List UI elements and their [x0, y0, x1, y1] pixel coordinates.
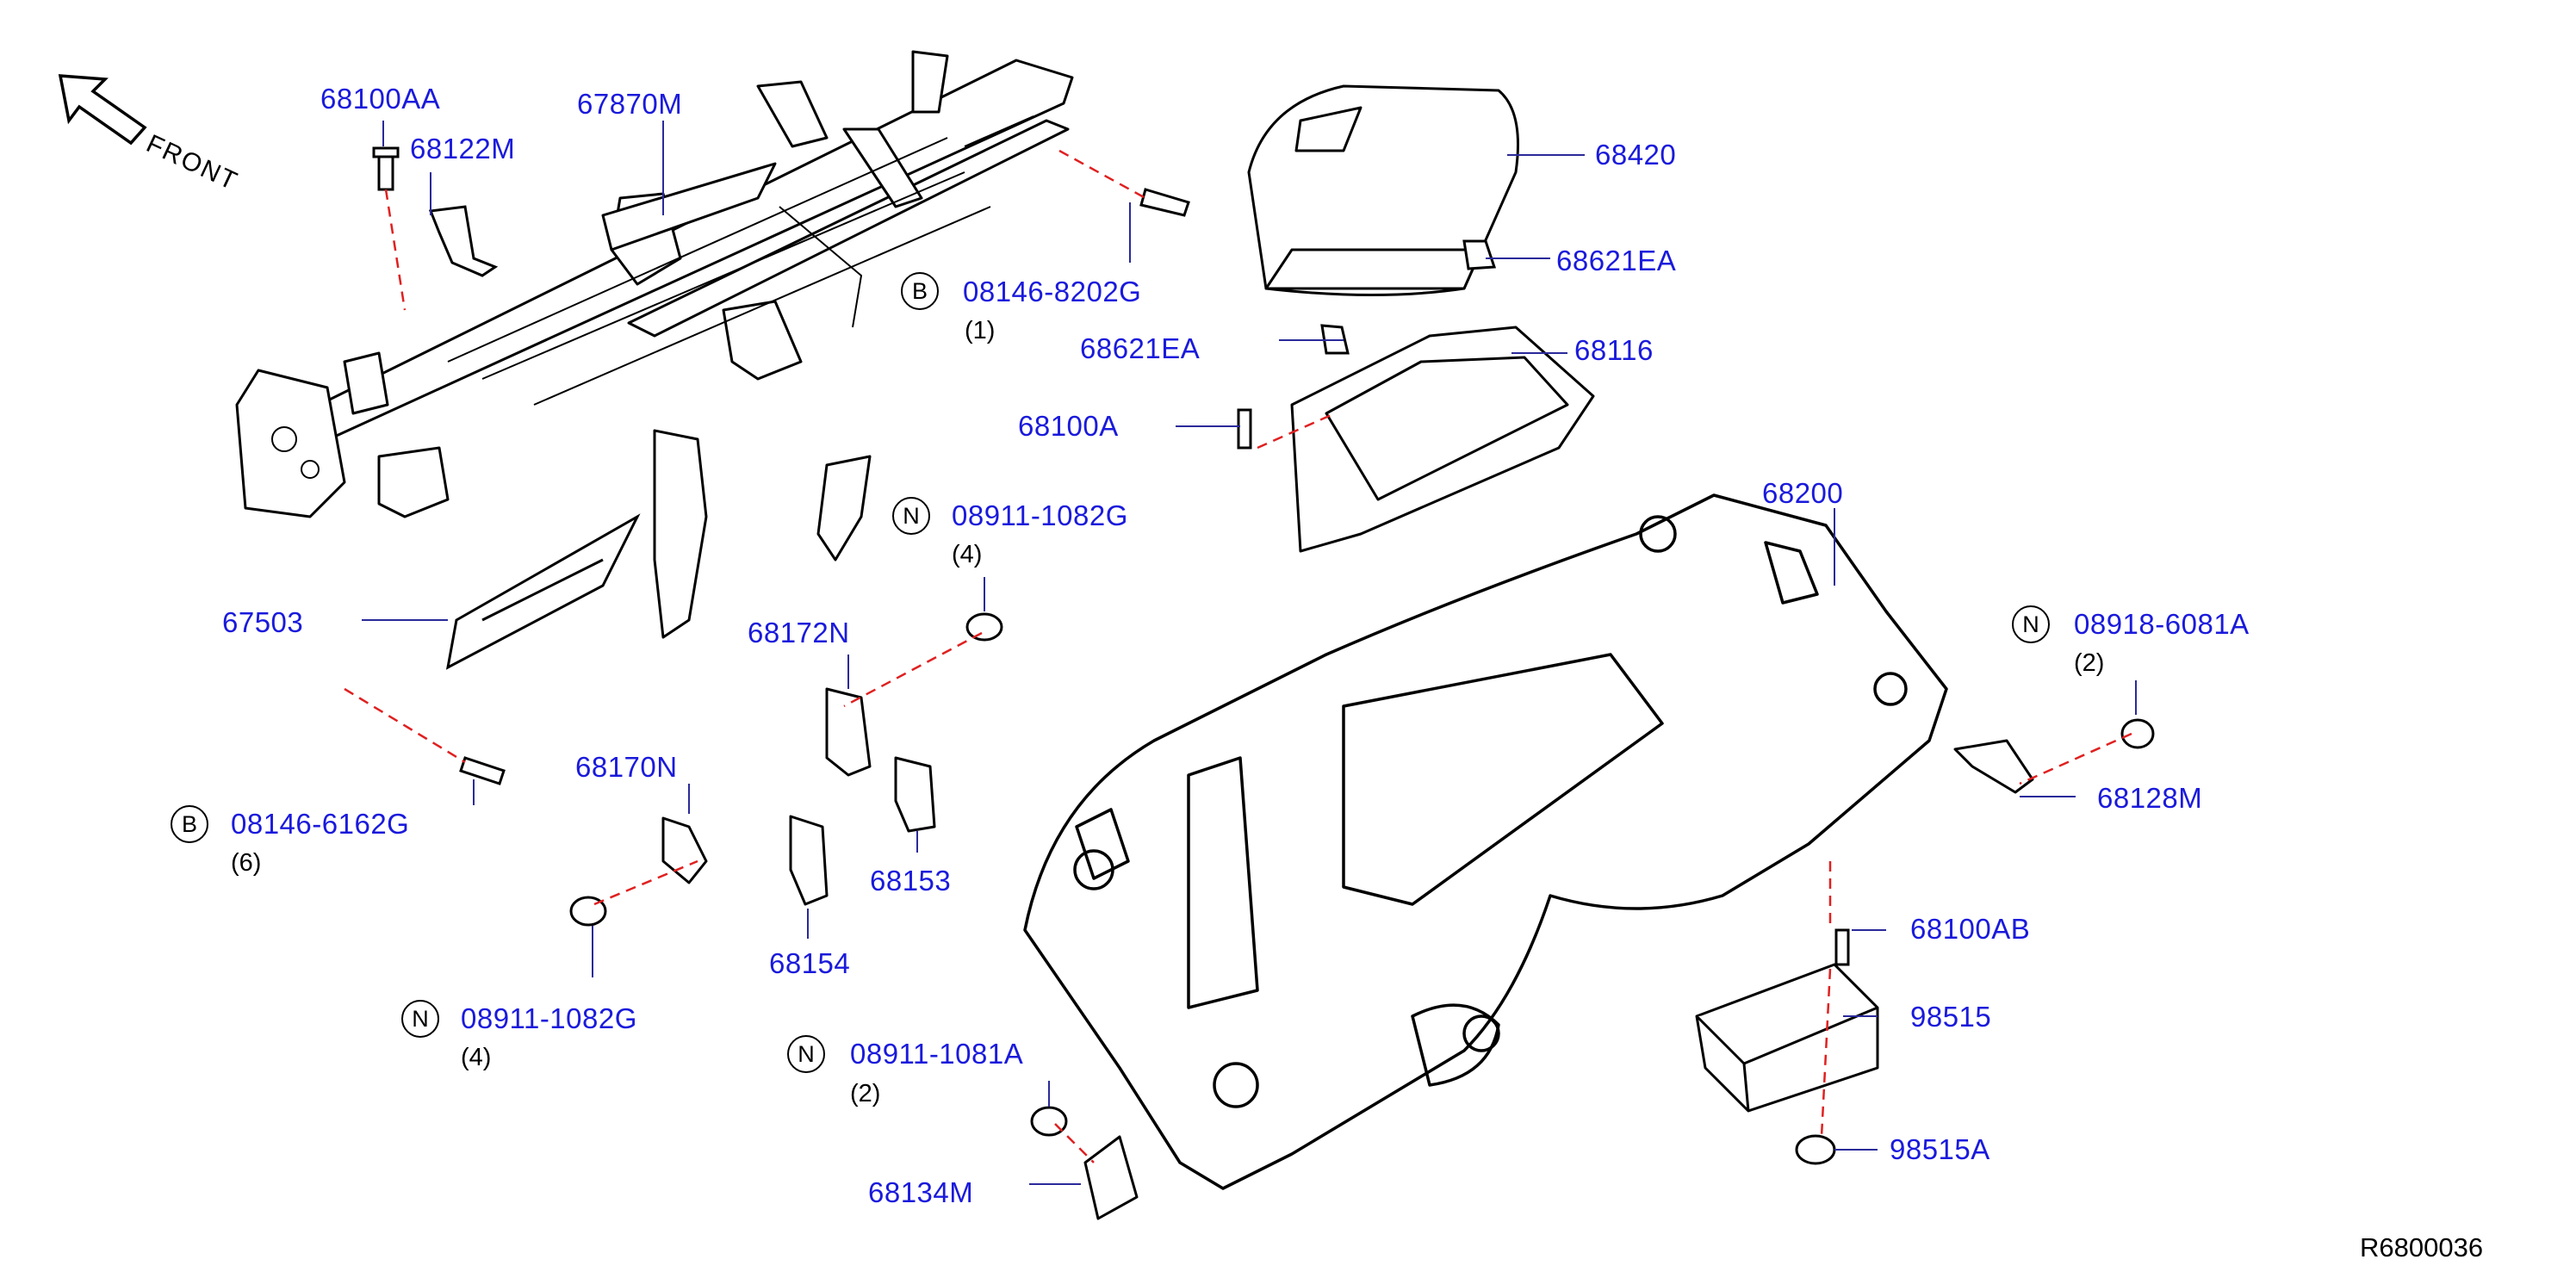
callout-68420: 68420 [1595, 139, 1677, 171]
callout-67870M: 67870M [577, 88, 683, 120]
callout-68116: 68116 [1574, 334, 1654, 366]
small-brackets-part [661, 687, 2034, 1220]
callout-08146-6162G: 08146-6162G [231, 808, 410, 840]
callout-68154: 68154 [769, 947, 851, 979]
callout-68134M: 68134M [868, 1176, 974, 1208]
qty-08911-1081A: (2) [850, 1080, 881, 1107]
qty-08146-6162G: (6) [231, 849, 262, 877]
leader-lines [362, 121, 2137, 1185]
symbol-bolt-08146-8202G: B [901, 272, 939, 310]
callout-68128M: 68128M [2097, 782, 2203, 814]
drawing-reference: R6800036 [2360, 1232, 2484, 1262]
callout-08911-1082G-upper: 08911-1082G [952, 499, 1128, 531]
callout-68100A: 68100A [1018, 410, 1119, 442]
cluster-hood-part [1247, 84, 1519, 296]
callout-68172N: 68172N [748, 617, 850, 648]
assembly-dash-lines [344, 149, 2132, 1163]
bracket-68122m-part [372, 146, 499, 277]
fasteners-part [459, 188, 2155, 1165]
steering-member-part [235, 50, 1074, 639]
qty-08911-1082G-lower: (4) [461, 1044, 492, 1071]
module-98515-part [1695, 963, 1879, 1113]
symbol-nut-08911-1081A: N [787, 1035, 825, 1073]
instrument-panel-part [1023, 493, 1948, 1190]
symbol-nut-08911-1082G-upper: N [892, 497, 930, 535]
callout-08911-1082G-lower: 08911-1082G [461, 1002, 637, 1034]
callout-68200: 68200 [1762, 477, 1844, 509]
callout-98515A: 98515A [1890, 1133, 1990, 1165]
callout-68621EA-lower: 68621EA [1080, 332, 1201, 364]
symbol-nut-08918-6081A: N [2012, 605, 2050, 643]
callout-68100AA: 68100AA [320, 83, 441, 115]
lower-cover-part [445, 513, 641, 670]
front-arrow-icon [58, 74, 147, 146]
cluster-lid-part [1290, 326, 1595, 553]
qty-08911-1082G-upper: (4) [952, 541, 983, 568]
callout-68621EA-upper: 68621EA [1556, 245, 1677, 276]
callout-08146-8202G: 08146-8202G [963, 276, 1142, 307]
callout-08911-1081A: 08911-1081A [850, 1038, 1024, 1070]
qty-08146-8202G: (1) [965, 317, 996, 344]
callout-67503: 67503 [222, 606, 304, 638]
symbol-nut-08911-1082G-lower: N [401, 1000, 439, 1038]
symbol-bolt-08146-6162G: B [171, 805, 208, 843]
callout-68170N: 68170N [575, 751, 678, 783]
qty-08918-6081A: (2) [2074, 649, 2105, 677]
callout-98515: 98515 [1910, 1001, 1992, 1033]
callout-68122M: 68122M [410, 133, 516, 164]
callout-08918-6081A: 08918-6081A [2074, 608, 2250, 640]
callout-68100AB: 68100AB [1910, 913, 2031, 945]
callout-68153: 68153 [870, 865, 952, 896]
